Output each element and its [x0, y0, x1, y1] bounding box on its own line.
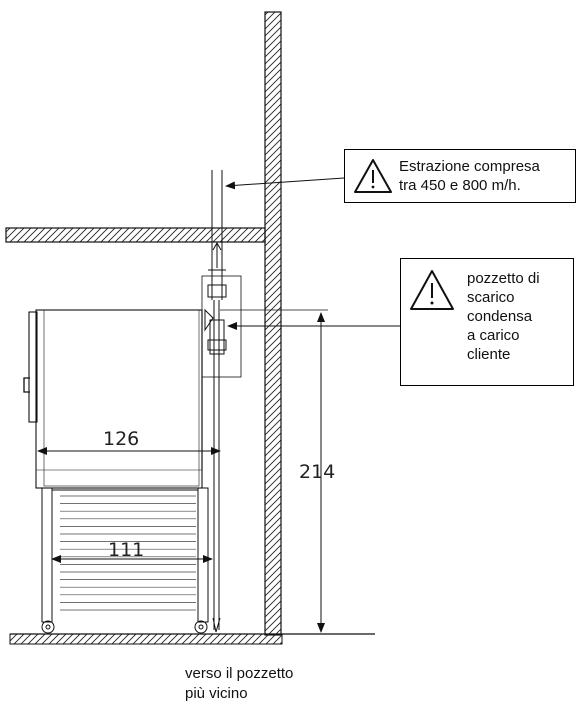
floor: [9, 633, 375, 645]
footer-note: verso il pozzetto più vicino: [185, 665, 294, 702]
drain-callout: pozzetto di scarico condensa a carico cl…: [400, 258, 574, 386]
extraction-leader: [225, 177, 345, 190]
warning-icon: [354, 159, 392, 193]
exhaust-pipe: [201, 170, 242, 633]
ceiling-slab: [5, 227, 266, 243]
drain-text: pozzetto di scarico condensa a carico cl…: [467, 270, 540, 363]
dimension-height-label: 214: [299, 461, 335, 483]
extraction-text: Estrazione compresa tra 450 e 800 m/h.: [399, 158, 540, 194]
oven-body: [23, 309, 203, 489]
extraction-callout: Estrazione compresa tra 450 e 800 m/h.: [344, 149, 576, 203]
warning-icon: [410, 270, 454, 310]
wall: [264, 11, 282, 636]
dimension-oven-width-label: 126: [103, 428, 139, 450]
dimension-stand-width-label: 111: [108, 539, 144, 561]
